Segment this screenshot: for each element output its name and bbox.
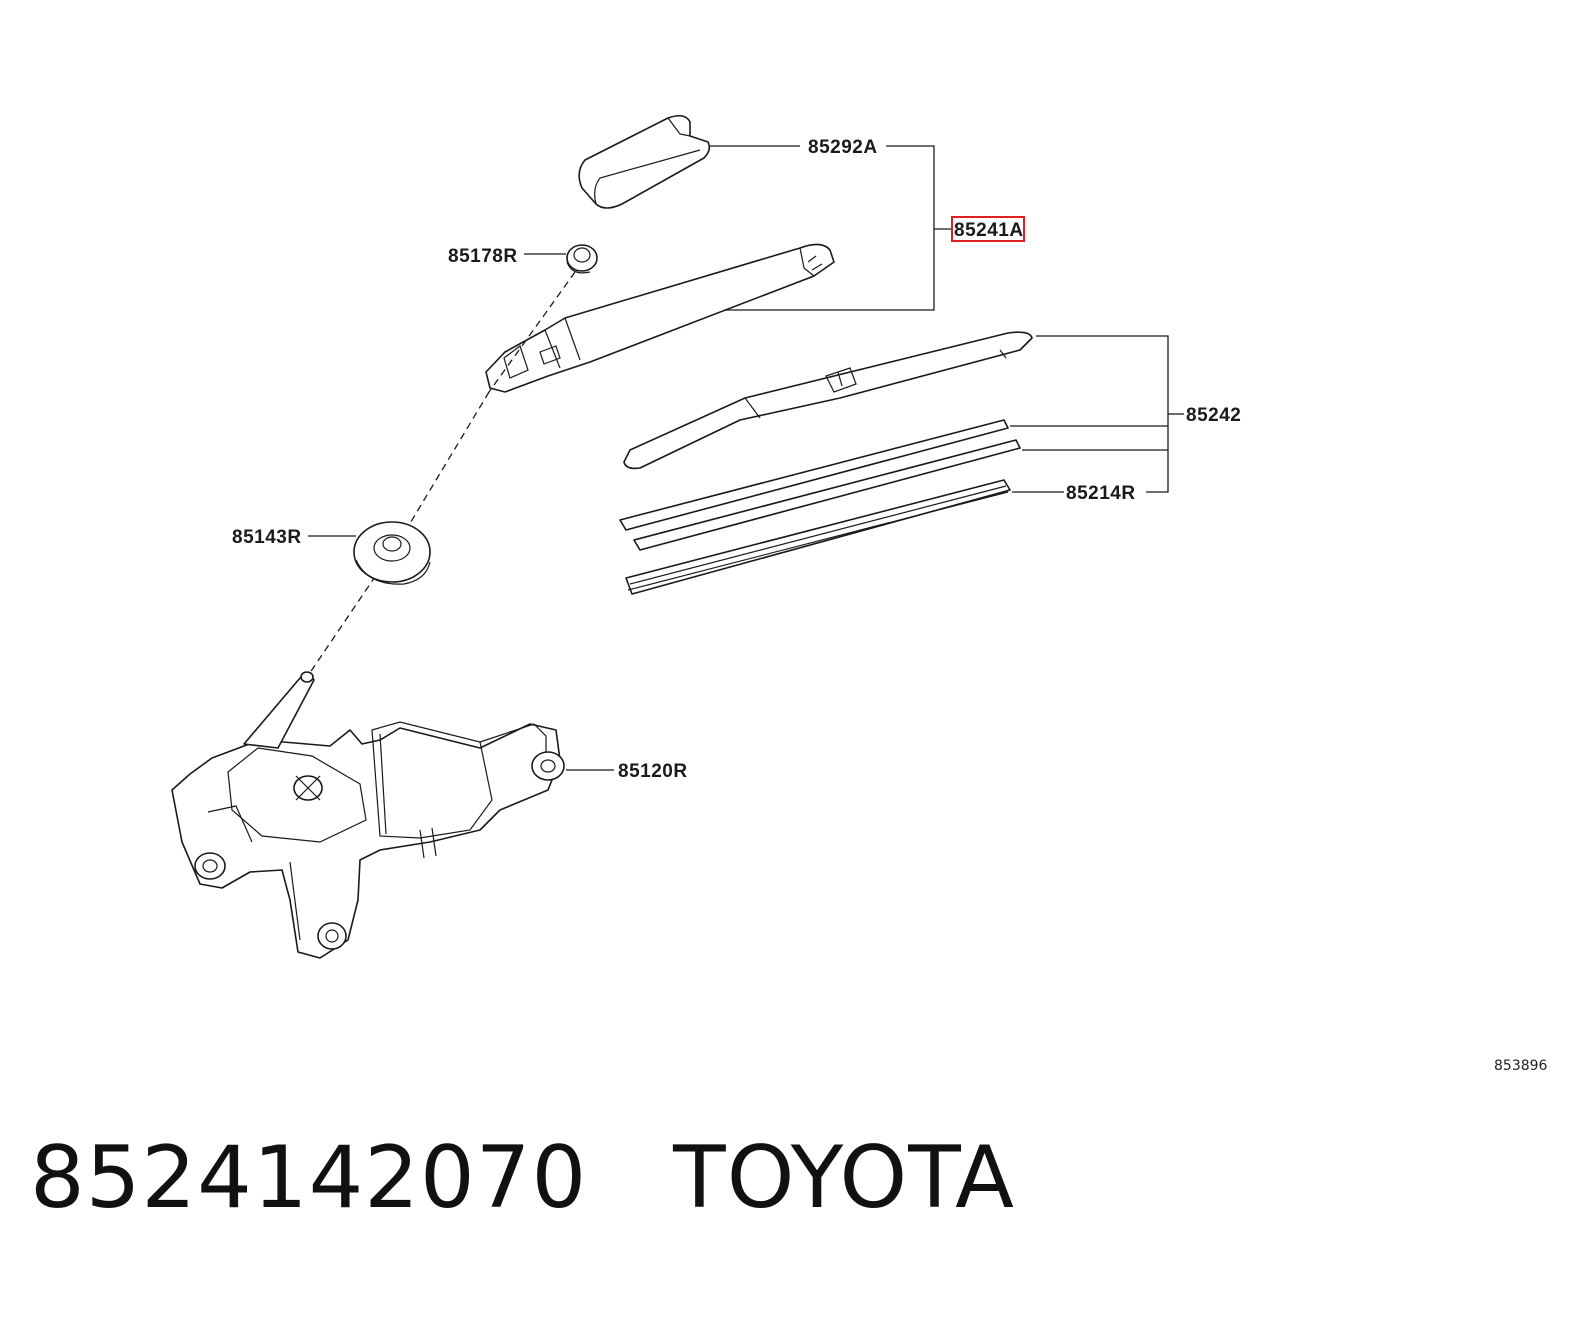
caption-brand: TOYOTA (673, 1128, 1015, 1228)
callout-pivot-cap[interactable]: 85143R (232, 527, 302, 548)
leader-bracket-arm (725, 145, 935, 311)
highlight-box (951, 216, 1025, 242)
leader-bracket-blade (1036, 335, 1169, 493)
callout-blade-assembly[interactable]: 85242 (1186, 405, 1241, 426)
callout-blade-rubber[interactable]: 85214R (1066, 483, 1136, 504)
callout-motor[interactable]: 85120R (618, 761, 688, 782)
callout-arm-assembly[interactable]: 85241A (954, 220, 1024, 241)
arm-nut-part (566, 244, 598, 274)
callout-arm-nut[interactable]: 85178R (448, 246, 518, 267)
assembly-axis-line (488, 271, 576, 393)
leader-blade-strips (1010, 425, 1168, 451)
callout-arm-cap[interactable]: 85292A (808, 137, 878, 158)
caption: 8524142070 TOYOTA (30, 1128, 1015, 1228)
wiper-arm-part (485, 243, 835, 393)
blade-strip-lower (633, 439, 1021, 551)
blade-rubber-part (625, 479, 1011, 595)
wiper-motor-part (171, 671, 565, 959)
blade-strip-upper (619, 419, 1009, 531)
diagram-ref-number: 853896 (1494, 1058, 1548, 1074)
arm-cap-part (578, 114, 711, 209)
pivot-cap-part (353, 521, 431, 585)
caption-part-number: 8524142070 (30, 1128, 588, 1228)
wiper-blade-part (623, 331, 1033, 470)
